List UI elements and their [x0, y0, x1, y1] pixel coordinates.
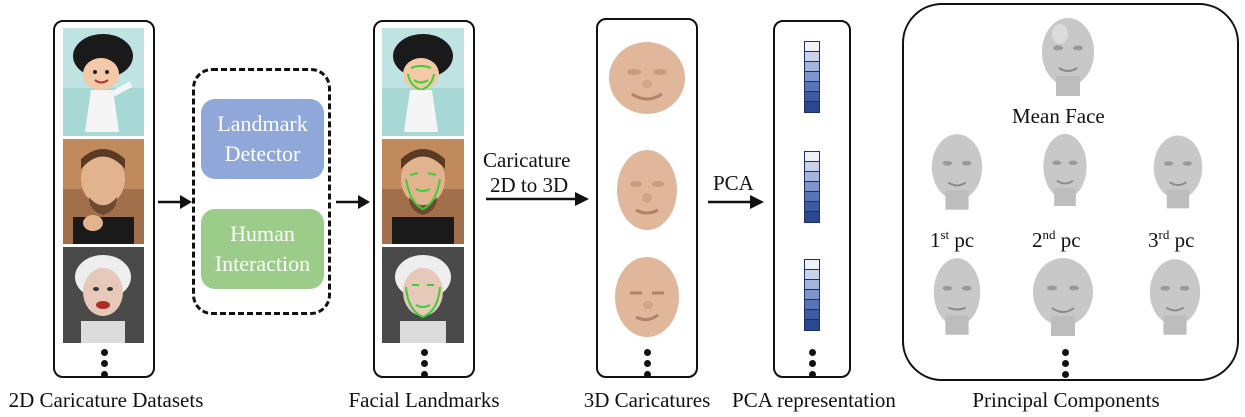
3d-face-icon	[609, 42, 685, 114]
gray-head-icon	[1149, 259, 1201, 335]
gray-head-icon	[1042, 18, 1094, 96]
pca-vector-cell	[805, 52, 819, 62]
pca-vector-cell	[805, 280, 819, 290]
arrow-to-landmarks	[336, 195, 370, 209]
pca-caption: PCA representation	[732, 388, 896, 412]
caricature-image-3	[63, 247, 144, 343]
more-pca-dots	[807, 349, 817, 382]
more-pc-dots	[1060, 349, 1070, 382]
arrow-to-3d	[486, 192, 589, 206]
pc1-label: 1st pc	[930, 227, 975, 252]
landmark-image-2	[382, 139, 464, 244]
pc2-label: 2nd pc	[1032, 227, 1081, 252]
pc3-label: 3rd pc	[1148, 227, 1195, 252]
caricature-portrait-icon	[63, 28, 144, 136]
pca-vector-cell	[805, 260, 819, 270]
caricature-image-2	[63, 139, 144, 244]
pc1-face-a	[931, 134, 983, 210]
pc3-face-a	[1153, 135, 1203, 209]
pca-vector-cell	[805, 172, 819, 182]
arrow-to-pca	[708, 195, 764, 209]
landmark-image-3	[382, 247, 464, 343]
pca-vector-cell	[805, 162, 819, 172]
principal-caption: Principal Components	[972, 388, 1160, 412]
pca-vector-cell	[805, 82, 819, 92]
3d-face-icon	[617, 150, 677, 230]
pca-vector-3	[804, 259, 820, 331]
3d-face-icon	[615, 257, 679, 337]
pca-vector-cell	[805, 92, 819, 102]
methods-dashed-box	[192, 68, 331, 315]
gray-head-icon	[1043, 134, 1087, 206]
gray-head-icon	[1153, 135, 1203, 209]
pca-vector-cell	[805, 72, 819, 82]
pca-vector-cell	[805, 212, 819, 222]
arrow-to-methods	[158, 195, 192, 209]
pca-vector-cell	[805, 192, 819, 202]
pca-vector-cell	[805, 62, 819, 72]
mean-face-label: Mean Face	[1012, 104, 1105, 128]
gray-head-icon	[931, 134, 983, 210]
caricature-portrait-icon	[63, 139, 144, 244]
human-interaction-box: Human Interaction	[201, 209, 324, 289]
caricature-arrow-label-1: Caricature	[483, 148, 571, 172]
gray-head-icon	[1033, 258, 1093, 336]
pca-vector-cell	[805, 300, 819, 310]
datasets-caption: 2D Caricature Datasets	[8, 388, 204, 412]
pca-vector-cell	[805, 270, 819, 280]
pca-vector-cell	[805, 42, 819, 52]
pc1-face-b	[933, 258, 981, 335]
pca-vector-1	[804, 41, 820, 113]
caricature-image-1	[63, 28, 144, 136]
pca-vector-cell	[805, 310, 819, 320]
caricatures3d-caption: 3D Caricatures	[583, 388, 711, 412]
pc2-face-b	[1033, 258, 1093, 336]
human-interaction-label: Human Interaction	[214, 221, 311, 276]
landmark-points-icon	[382, 247, 464, 343]
pca-vector-cell	[805, 152, 819, 162]
more-datasets-dots	[99, 349, 109, 382]
pca-vector-cell	[805, 182, 819, 192]
pca-arrow-label: PCA	[713, 171, 754, 195]
more-landmarks-dots	[419, 349, 429, 382]
pc3-face-b	[1149, 259, 1201, 335]
3d-face-2	[617, 150, 677, 230]
landmark-detector-box: Landmark Detector	[201, 99, 324, 179]
landmark-points-icon	[382, 139, 464, 244]
caricature-arrow-label-2: 2D to 3D	[490, 173, 569, 197]
pca-vector-cell	[805, 202, 819, 212]
landmark-points-icon	[382, 28, 464, 136]
gray-head-icon	[933, 258, 981, 335]
pca-vector-cell	[805, 102, 819, 112]
3d-face-1	[609, 42, 685, 114]
pca-vector-cell	[805, 290, 819, 300]
more-3d-dots	[642, 349, 652, 382]
pca-vector-2	[804, 151, 820, 223]
landmark-image-1	[382, 28, 464, 136]
pc2-face-a	[1043, 134, 1087, 206]
pca-vector-cell	[805, 320, 819, 330]
mean-face	[1042, 18, 1094, 96]
landmarks-caption: Facial Landmarks	[348, 388, 500, 412]
3d-face-3	[615, 257, 679, 337]
caricature-portrait-icon	[63, 247, 144, 343]
landmark-detector-label: Landmark Detector	[217, 111, 308, 166]
